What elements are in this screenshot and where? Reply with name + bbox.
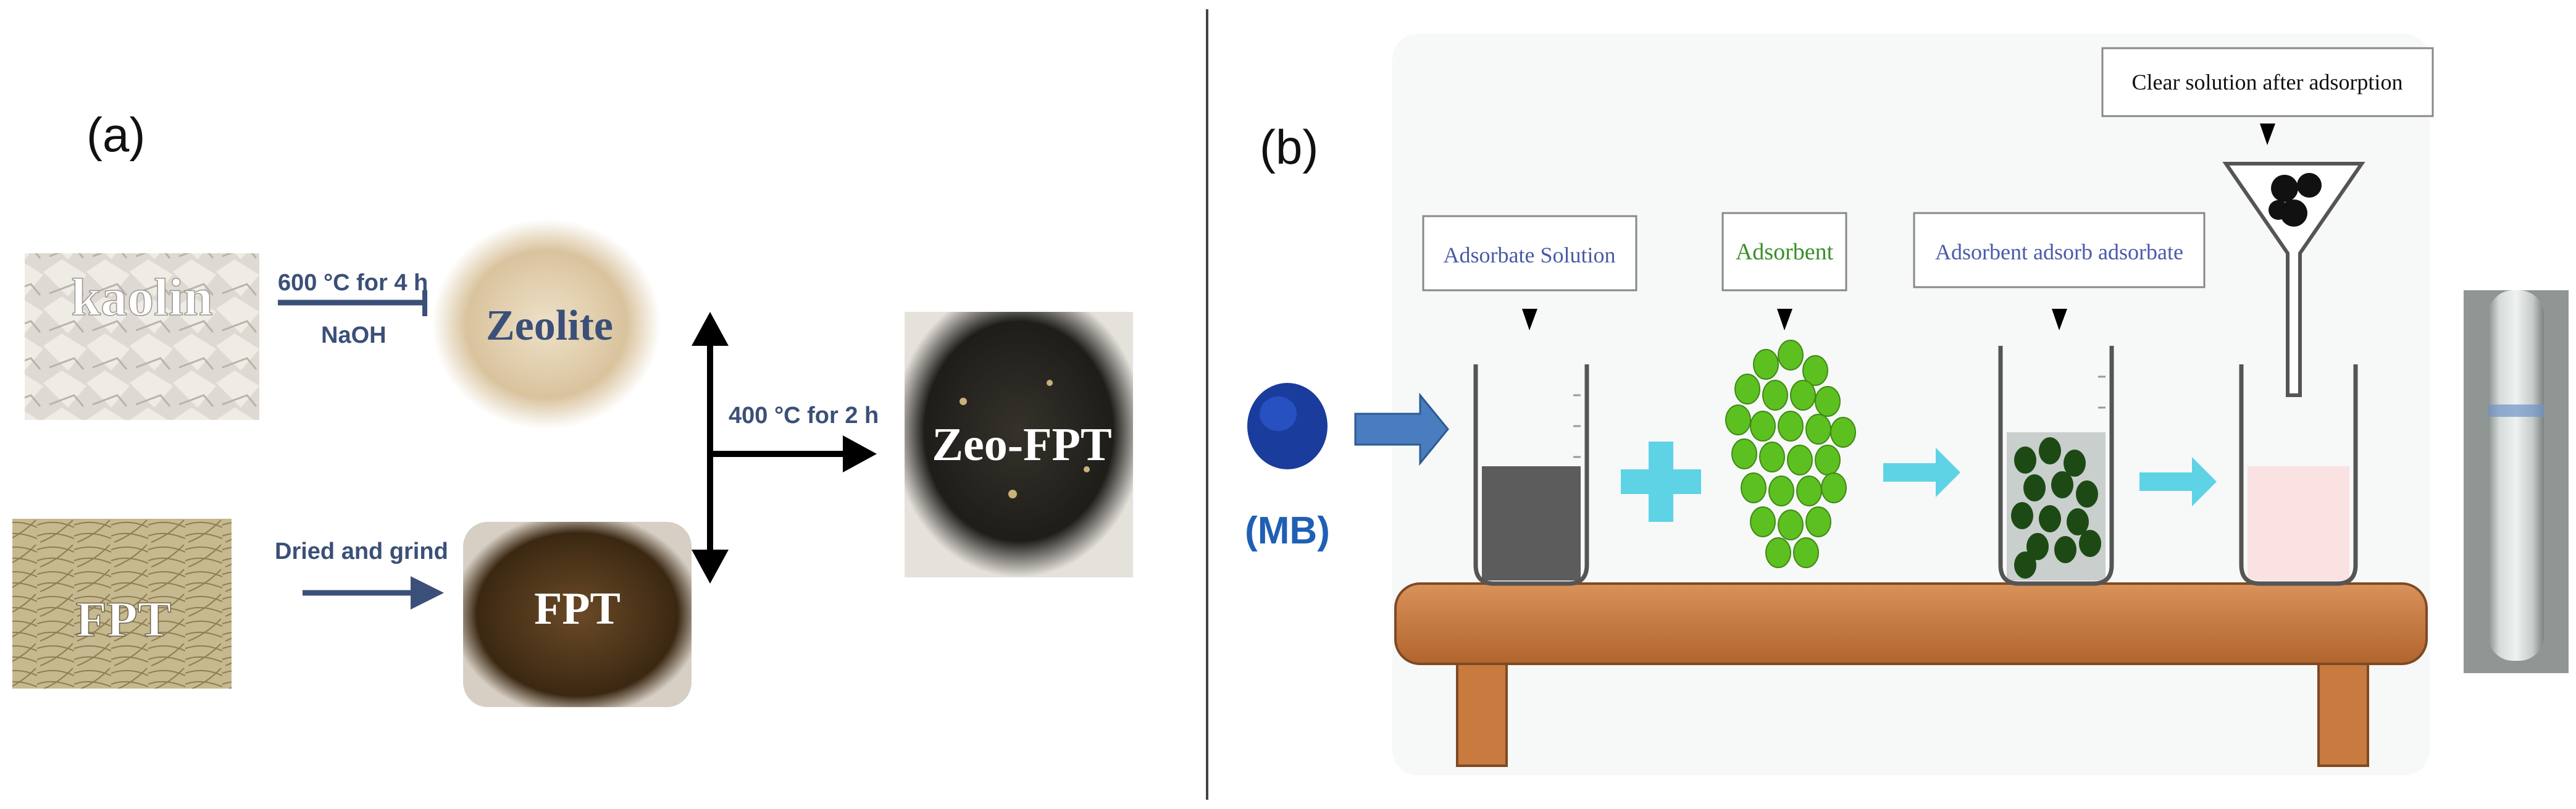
adsorbent-bead [1741,472,1767,503]
table [1394,582,2428,767]
loaded-bead [2014,446,2036,474]
adsorbent-bead [1815,445,1841,476]
zeolite-powder: Zeolite [432,219,661,429]
zeo-fpt-photo: Zeo-FPT [905,312,1133,577]
callout-clear: Clear solution after adsorption [2101,47,2434,145]
step2-label: Dried and grind [275,539,448,564]
zeo-fpt-label: Zeo-FPT [932,419,1111,471]
callout-adsorbent-text: Adsorbent [1736,239,1834,265]
loaded-bead [2039,437,2061,464]
beaker-adsorbate [1473,364,1589,586]
adsorbent-bead [1778,340,1804,371]
adsorbent-bead [1778,411,1804,442]
adsorbent-bead [1790,380,1816,411]
fpt-petri-dish: FPT [463,522,692,707]
adsorbent-bead [1805,506,1831,537]
adsorbent-bead [1734,374,1760,404]
adsorbent-bead [1765,537,1791,568]
adsorbent-beads [1725,340,1856,568]
callout-adsorb: Adsorbent adsorb adsorbate [1913,212,2206,330]
adsorbent-bead [1762,380,1788,411]
callout-adsorbate: Adsorbate Solution [1422,215,1637,330]
step3-arrows [692,312,877,584]
adsorbent-bead [1778,509,1804,540]
loaded-bead [2064,450,2086,477]
loaded-bead [2014,551,2036,579]
kaolin-label: kaolin [71,267,212,327]
test-tube-photo [2464,290,2569,673]
step1-bottom-label: NaOH [321,322,387,348]
adsorbent-bead [1787,445,1813,476]
adsorbent-bead [1768,476,1794,506]
panel-b-label: (b) [1260,120,1318,174]
adsorbent-bead [1815,386,1841,417]
cyan-arrow-2 [2139,457,2217,506]
adsorbent-bead [1750,411,1776,442]
adsorbent-bead [1759,442,1785,472]
loaded-bead [2011,502,2033,529]
adsorbent-bead [1802,355,1828,386]
cyan-arrow-1 [1883,448,1960,497]
loaded-bead [2054,536,2076,563]
loaded-bead [2076,480,2098,508]
adsorbent-bead [1805,414,1831,445]
adsorbent-bead [1793,537,1819,568]
adsorbent-bead [1796,476,1822,506]
kaolin-photo: kaolin [25,253,259,420]
fpt-dish-label: FPT [534,584,621,634]
callout-adsorbate-text: Adsorbate Solution [1444,243,1616,267]
step3-label: 400 °C for 2 h [729,403,879,429]
callout-adsorbent: Adsorbent [1721,212,1847,330]
beaker-clear [2239,364,2358,586]
loaded-bead [2026,533,2049,560]
adsorbent-bead [1821,472,1847,503]
adsorbent-bead [1753,349,1779,380]
panel-a-label: (a) [86,107,145,162]
zeolite-label: Zeolite [486,302,613,350]
callout-adsorb-text: Adsorbent adsorb adsorbate [1935,240,2183,264]
mb-dye [1247,383,1328,469]
adsorbent-bead [1750,506,1776,537]
funnel [2222,162,2365,397]
adsorbent-bead [1731,438,1757,469]
callout-clear-text: Clear solution after adsorption [2132,70,2403,94]
loaded-bead [2051,471,2073,498]
fpt-straw-photo: FPT [12,519,232,689]
adsorbent-bead [1725,404,1751,435]
adsorbent-bead [1830,417,1856,448]
mb-label: (MB) [1245,509,1330,552]
step1-top-label: 600 °C for 4 h [278,270,428,296]
loaded-bead [2067,508,2089,535]
mb-arrow [1354,392,1449,466]
fpt-raw-label: FPT [76,591,172,647]
loaded-bead [2039,505,2061,532]
plus-icon [1621,442,1701,522]
beaker-mixture [1998,346,2114,586]
loaded-bead [2079,530,2101,557]
loaded-bead [2023,474,2046,501]
